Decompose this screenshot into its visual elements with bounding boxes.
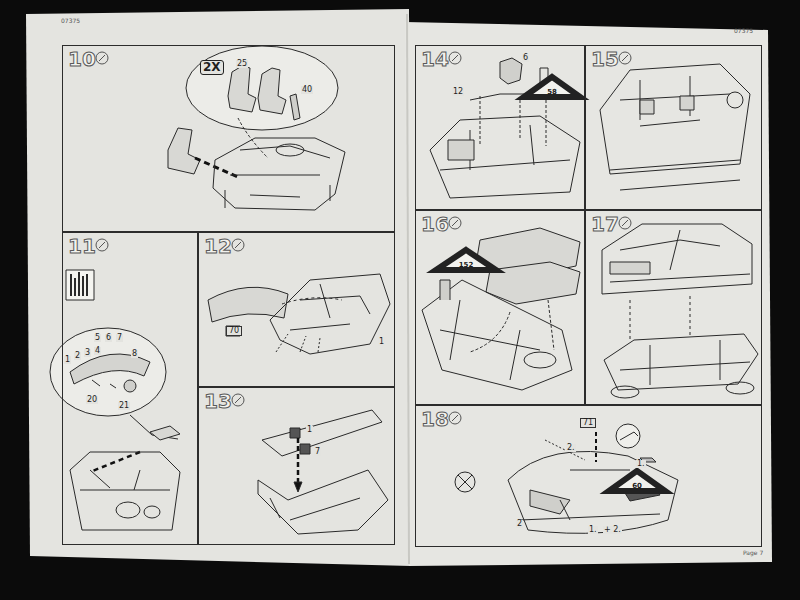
- part-number: 12: [452, 88, 464, 96]
- part-number: 1.: [588, 526, 598, 534]
- step-panel: 12: [198, 232, 395, 387]
- page-code: Page 7: [742, 550, 764, 556]
- part-number: 5: [94, 334, 101, 342]
- part-number: 7: [314, 448, 321, 456]
- part-number: 8: [131, 350, 138, 358]
- part-number: 1: [378, 338, 385, 346]
- right-page: [405, 22, 772, 566]
- page-code: 07375: [733, 28, 754, 34]
- part-number: 1: [306, 426, 313, 434]
- part-number: 1: [64, 356, 71, 364]
- part-number: 20: [86, 396, 98, 404]
- part-number: 6: [105, 334, 112, 342]
- part-number: 25: [236, 60, 248, 68]
- part-number: 71: [580, 418, 596, 428]
- step-panel: 10: [62, 45, 395, 232]
- step-number: 12: [204, 235, 232, 257]
- part-number: 2: [74, 352, 81, 360]
- step-panel: 14 58: [415, 45, 585, 210]
- warning-number: 58: [522, 89, 582, 96]
- part-number: 40: [301, 86, 313, 94]
- part-number: 1.: [636, 460, 646, 468]
- part-number: 4: [94, 347, 101, 355]
- left-page: [26, 9, 411, 566]
- part-number: 7: [116, 334, 123, 342]
- part-number: 2: [516, 520, 523, 528]
- quantity-mark: 2X: [200, 60, 224, 75]
- step-panel: 16 152: [415, 210, 585, 405]
- step-icons: [96, 52, 631, 424]
- step-number: 15: [591, 48, 619, 70]
- part-number: 2.: [566, 444, 576, 452]
- step-panel: 11: [62, 232, 198, 545]
- warning-triangle: 58: [522, 76, 582, 98]
- step-number: 18: [421, 408, 449, 430]
- step-number: 10: [68, 48, 96, 70]
- step-number: 14: [421, 48, 449, 70]
- warning-number: 60: [607, 483, 667, 490]
- part-number: 6: [522, 54, 529, 62]
- step-number: 13: [204, 390, 232, 412]
- part-number: + 2.: [603, 526, 622, 534]
- step-panel: 13: [198, 387, 395, 545]
- step-panel: 17: [585, 210, 762, 405]
- part-number: 3: [84, 349, 91, 357]
- step-number: 17: [591, 213, 619, 235]
- warning-triangle: 152: [434, 249, 498, 271]
- step-number: 16: [421, 213, 449, 235]
- step-number: 11: [68, 235, 96, 257]
- step-panel: 15: [585, 45, 762, 210]
- part-number: 21: [118, 402, 130, 410]
- page-code: 07375: [60, 18, 81, 24]
- part-number: 70: [226, 326, 242, 336]
- warning-number: 152: [434, 262, 498, 269]
- warning-triangle: 60: [607, 470, 667, 492]
